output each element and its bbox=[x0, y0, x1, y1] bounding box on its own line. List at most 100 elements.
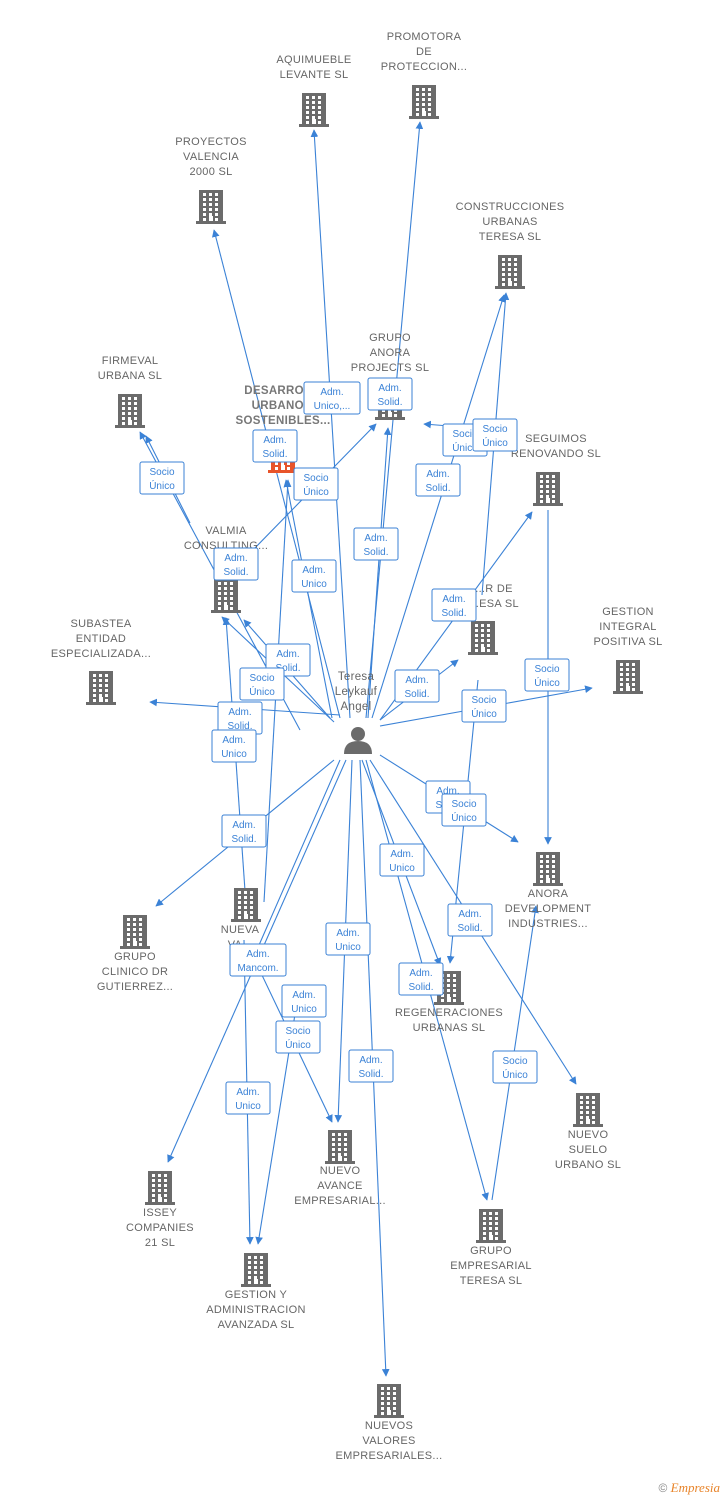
relation-badge[interactable]: Adm.Unico bbox=[291, 559, 337, 593]
company-node-nuevava[interactable]: NUEVAVA... bbox=[221, 888, 261, 951]
badges-layer: Adm.Unico,...Adm.Solid.Adm.Solid.SocioÚn… bbox=[139, 377, 570, 1115]
relation-badge[interactable]: Adm.Solid. bbox=[213, 547, 259, 581]
relation-badge[interactable]: Adm.Mancom. bbox=[229, 943, 287, 977]
label-line: ADMINISTRACION bbox=[206, 1304, 306, 1316]
edge-5 bbox=[283, 479, 333, 719]
badge-text: Socio bbox=[534, 664, 559, 675]
brand-logo[interactable]: Empresia bbox=[670, 1480, 720, 1495]
relation-badge[interactable]: Adm.Solid. bbox=[221, 814, 267, 848]
building-icon[interactable] bbox=[573, 1093, 603, 1127]
building-icon[interactable] bbox=[115, 394, 145, 428]
badge-box bbox=[353, 527, 399, 561]
label-line: 2000 SL bbox=[189, 166, 232, 178]
building-icon[interactable] bbox=[533, 852, 563, 886]
badge-text: Unico bbox=[389, 863, 415, 874]
label-line: NUEVA bbox=[221, 924, 260, 936]
badge-text: Socio bbox=[482, 424, 507, 435]
relation-badge[interactable]: Adm.Solid. bbox=[415, 463, 461, 497]
building-icon[interactable] bbox=[613, 660, 643, 694]
building-icon[interactable] bbox=[374, 1384, 404, 1418]
relation-badge[interactable]: Adm.Unico bbox=[225, 1081, 271, 1115]
label-line: SEGUIMOS bbox=[525, 433, 587, 445]
badge-text: Adm. bbox=[442, 594, 465, 605]
badge-text: Solid. bbox=[408, 982, 433, 993]
building-icon[interactable] bbox=[120, 915, 150, 949]
label-line: ISSEY bbox=[143, 1207, 177, 1219]
building-icon[interactable] bbox=[145, 1171, 175, 1205]
building-icon[interactable] bbox=[476, 1209, 506, 1243]
badge-box bbox=[394, 669, 440, 703]
building-icon[interactable] bbox=[86, 671, 116, 705]
building-icon[interactable] bbox=[533, 472, 563, 506]
relation-badge[interactable]: Adm.Unico,... bbox=[303, 381, 361, 415]
relation-badge[interactable]: Adm.Solid. bbox=[394, 669, 440, 703]
badge-box bbox=[225, 1081, 271, 1115]
badge-box bbox=[431, 588, 477, 622]
relation-badge[interactable]: Adm.Solid. bbox=[447, 903, 493, 937]
relation-badge[interactable]: Adm.Unico bbox=[325, 922, 371, 956]
label-line: DESARROL... bbox=[244, 385, 321, 397]
building-icon[interactable] bbox=[299, 93, 329, 127]
label-line: SUELO bbox=[569, 1144, 608, 1156]
building-icon[interactable] bbox=[495, 255, 525, 289]
person-icon[interactable] bbox=[344, 727, 372, 754]
relation-badge[interactable]: Adm.Solid. bbox=[217, 701, 263, 735]
label-line: COMPANIES bbox=[126, 1222, 194, 1234]
label-line: NUEVO bbox=[568, 1129, 609, 1141]
building-icon[interactable] bbox=[211, 579, 241, 613]
relation-badge[interactable]: Adm.Unico bbox=[211, 729, 257, 763]
relation-badge[interactable]: Adm.Solid. bbox=[431, 588, 477, 622]
relation-badge[interactable]: Adm.Solid. bbox=[353, 527, 399, 561]
badge-box bbox=[415, 463, 461, 497]
relation-badge[interactable]: Adm.Solid. bbox=[348, 1049, 394, 1083]
badge-text: Único bbox=[285, 1038, 311, 1051]
edge-33 bbox=[255, 759, 341, 953]
relation-badge[interactable]: Adm.Unico bbox=[379, 843, 425, 877]
company-node-gestor[interactable]: ...R DE...ESA SL bbox=[468, 583, 519, 655]
badge-text: Adm. bbox=[426, 469, 449, 480]
relation-badge[interactable]: Adm.Unico bbox=[281, 984, 327, 1018]
building-icon[interactable] bbox=[409, 85, 439, 119]
badge-text: Solid. bbox=[262, 449, 287, 460]
relation-badge[interactable]: Adm.Solid. bbox=[367, 377, 413, 411]
building-icon[interactable] bbox=[468, 621, 498, 655]
label-line: AVANCE bbox=[317, 1180, 362, 1192]
building-icon[interactable] bbox=[196, 190, 226, 224]
building-icon[interactable] bbox=[325, 1130, 355, 1164]
building-icon[interactable] bbox=[241, 1253, 271, 1287]
label-line: EMPRESARIAL... bbox=[294, 1195, 386, 1207]
building-icon[interactable] bbox=[231, 888, 261, 922]
relation-badge[interactable]: Adm.Solid. bbox=[252, 429, 298, 463]
relation-badge[interactable]: Adm.Solid. bbox=[398, 962, 444, 996]
